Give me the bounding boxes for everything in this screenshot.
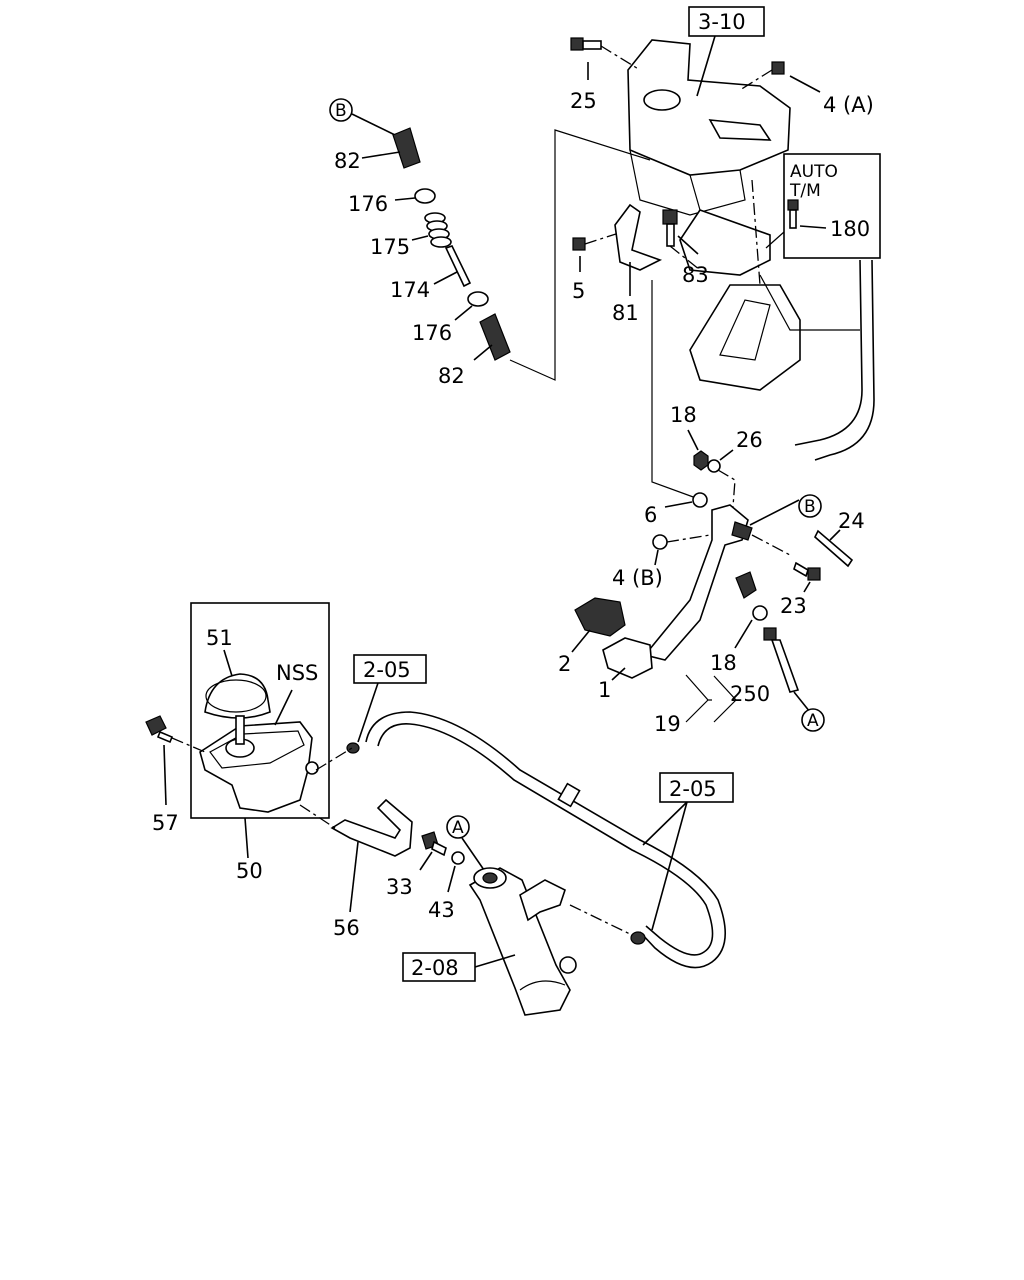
part-43-label: 43 bbox=[428, 898, 455, 922]
pedal-pad-2 bbox=[574, 597, 626, 637]
inset-tm-label: T/M bbox=[789, 181, 821, 201]
part-23-label: 23 bbox=[780, 594, 807, 618]
marker-b-right: B bbox=[798, 494, 822, 518]
pin-174 bbox=[444, 245, 472, 288]
washer-26 bbox=[707, 459, 721, 473]
hose-line bbox=[346, 711, 727, 969]
part-174-label: 174 bbox=[390, 278, 430, 302]
marker-b-right-label: B bbox=[804, 497, 816, 517]
pin-4b bbox=[652, 534, 668, 550]
marker-a-cylinder: A bbox=[446, 815, 470, 839]
bracket-56 bbox=[330, 798, 413, 857]
clutch-pedal-arm bbox=[643, 504, 753, 661]
stopper-18-bottom bbox=[735, 571, 768, 621]
part-1-label: 1 bbox=[598, 678, 611, 702]
bolt-23 bbox=[793, 561, 821, 581]
part-19-label: 19 bbox=[654, 712, 681, 736]
marker-a-right: A bbox=[801, 708, 825, 732]
part-56-label: 56 bbox=[333, 916, 360, 940]
part-83-label: 83 bbox=[682, 263, 709, 287]
part-82-bottom-label: 82 bbox=[438, 364, 465, 388]
part-51-label: 51 bbox=[206, 626, 233, 650]
pin-24 bbox=[814, 529, 854, 568]
washer-43 bbox=[451, 851, 465, 865]
part-24-label: 24 bbox=[838, 509, 865, 533]
part-25-label: 25 bbox=[570, 89, 597, 113]
auto-tm-inset: AUTO T/M 180 bbox=[783, 153, 881, 259]
bolt-33 bbox=[421, 831, 447, 857]
part-18-bottom-label: 18 bbox=[710, 651, 737, 675]
bushing-6 bbox=[692, 492, 708, 508]
ref-2-08-box[interactable]: 2-08 bbox=[402, 952, 476, 982]
part-4b-label: 4 (B) bbox=[612, 566, 663, 590]
part-81-label: 81 bbox=[612, 301, 639, 325]
marker-b-top: B bbox=[329, 98, 353, 122]
bolt-83 bbox=[662, 209, 678, 247]
bolt-4a bbox=[771, 61, 785, 75]
part-250-label: 250 bbox=[730, 682, 770, 706]
pedal-1 bbox=[602, 637, 653, 679]
bolt-57 bbox=[145, 715, 174, 744]
part-26-label: 26 bbox=[736, 428, 763, 452]
ref-3-10-label: 3-10 bbox=[698, 10, 746, 34]
ref-2-05-right-box[interactable]: 2-05 bbox=[659, 772, 734, 803]
bolt-5 bbox=[572, 237, 586, 251]
part-175-label: 175 bbox=[370, 235, 410, 259]
inset-auto-label: AUTO bbox=[790, 162, 838, 182]
marker-a-cylinder-label: A bbox=[452, 818, 464, 838]
washer-176-top bbox=[414, 188, 436, 204]
pedal-bracket-assembly bbox=[627, 39, 875, 461]
part-57-label: 57 bbox=[152, 811, 179, 835]
ref-2-05-top-box[interactable]: 2-05 bbox=[353, 654, 427, 684]
washer-176-bottom bbox=[467, 291, 489, 307]
marker-b-top-label: B bbox=[335, 101, 347, 121]
part-50-label: 50 bbox=[236, 859, 263, 883]
bolt-25 bbox=[570, 37, 602, 51]
bracket-81 bbox=[614, 203, 663, 271]
spring-175 bbox=[424, 212, 452, 248]
ref-2-05-right-label: 2-05 bbox=[669, 777, 717, 801]
reservoir-inset: 51 NSS bbox=[190, 602, 330, 819]
part-6-label: 6 bbox=[644, 503, 657, 527]
part-176-bottom-label: 176 bbox=[412, 321, 452, 345]
stud-250 bbox=[763, 627, 800, 693]
part-2-label: 2 bbox=[558, 652, 571, 676]
clevis-82-bottom bbox=[479, 313, 511, 361]
part-180-label: 180 bbox=[830, 217, 870, 241]
nut-18-top bbox=[693, 450, 709, 471]
nss-label: NSS bbox=[276, 661, 318, 685]
part-176-top-label: 176 bbox=[348, 192, 388, 216]
part-4a-label: 4 (A) bbox=[823, 93, 874, 117]
master-cylinder bbox=[468, 867, 577, 1016]
ref-3-10-box[interactable]: 3-10 bbox=[688, 6, 765, 37]
part-82-top-label: 82 bbox=[334, 149, 361, 173]
marker-a-right-label: A bbox=[807, 711, 819, 731]
ref-2-05-top-label: 2-05 bbox=[363, 658, 411, 682]
ref-2-08-label: 2-08 bbox=[411, 956, 459, 980]
part-5-label: 5 bbox=[572, 279, 585, 303]
part-33-label: 33 bbox=[386, 875, 413, 899]
part-18-top-label: 18 bbox=[670, 403, 697, 427]
clevis-82-top bbox=[392, 127, 421, 169]
reservoir-body bbox=[199, 715, 319, 813]
